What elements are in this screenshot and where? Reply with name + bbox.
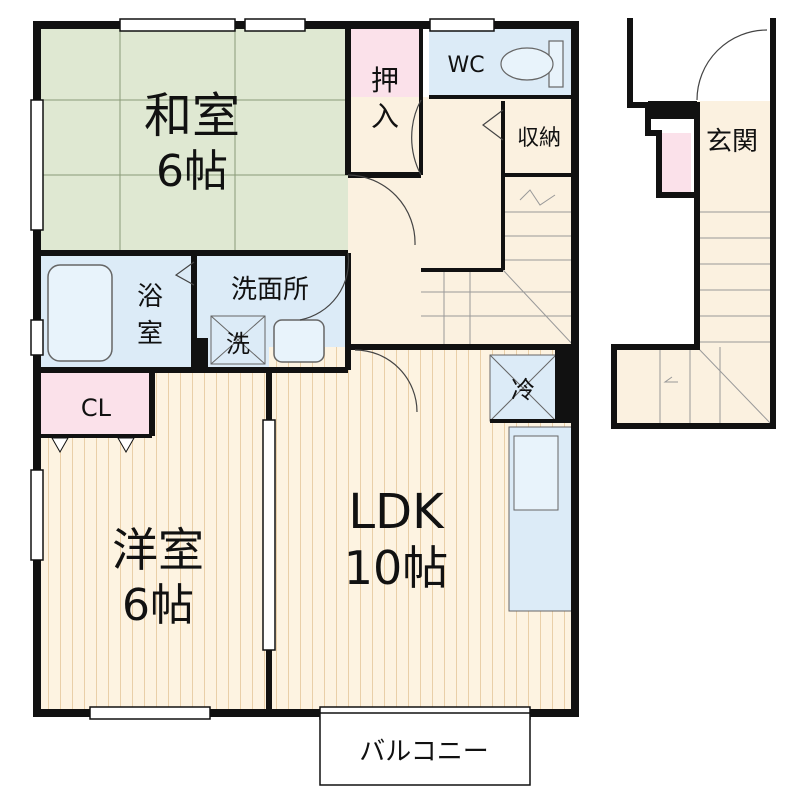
oshiire-label-2: 入 xyxy=(371,100,399,133)
shuno-label: 収納 xyxy=(517,126,561,151)
yokushitsu-label-1: 浴 xyxy=(137,282,163,312)
washer-cross xyxy=(210,315,266,365)
fridge-cross xyxy=(489,354,557,422)
washitsu-size: 6帖 xyxy=(156,146,228,197)
washitsu-label: 和室 xyxy=(144,88,240,144)
youshitsu-label: 洋室 xyxy=(112,523,204,577)
cl-overlay xyxy=(37,373,152,436)
wash-basin xyxy=(273,319,325,363)
kitchen-sink xyxy=(513,435,559,511)
youshitsu-size: 6帖 xyxy=(122,580,194,631)
stair-right-fill xyxy=(614,347,773,426)
ldk-label: LDK xyxy=(348,484,445,540)
washitsu-floor xyxy=(37,25,348,251)
balcony-label: バルコニー xyxy=(359,737,488,767)
closet-doors xyxy=(51,437,135,454)
stair-fill xyxy=(421,175,575,347)
bathtub xyxy=(47,264,113,362)
door-arcs xyxy=(174,29,768,413)
cl-label: CL xyxy=(81,394,112,422)
genkan-label: 玄関 xyxy=(706,127,758,157)
stairs-outer xyxy=(659,211,774,427)
genkan-mat xyxy=(659,133,691,195)
ldk-size: 10帖 xyxy=(344,541,449,595)
wall-block xyxy=(194,338,208,370)
balcony-outline xyxy=(319,712,531,786)
yokushitsu-label-2: 室 xyxy=(137,319,163,349)
walls-right xyxy=(611,18,776,429)
oshiire-label-1: 押 xyxy=(371,64,399,97)
rei-label: 冷 xyxy=(511,376,535,404)
sentaku-label: 洗 xyxy=(226,330,250,358)
wc-label: WC xyxy=(447,53,484,78)
senmenjo-label: 洗面所 xyxy=(231,275,309,305)
toilet-bowl xyxy=(500,47,554,81)
wall-block xyxy=(555,347,575,421)
